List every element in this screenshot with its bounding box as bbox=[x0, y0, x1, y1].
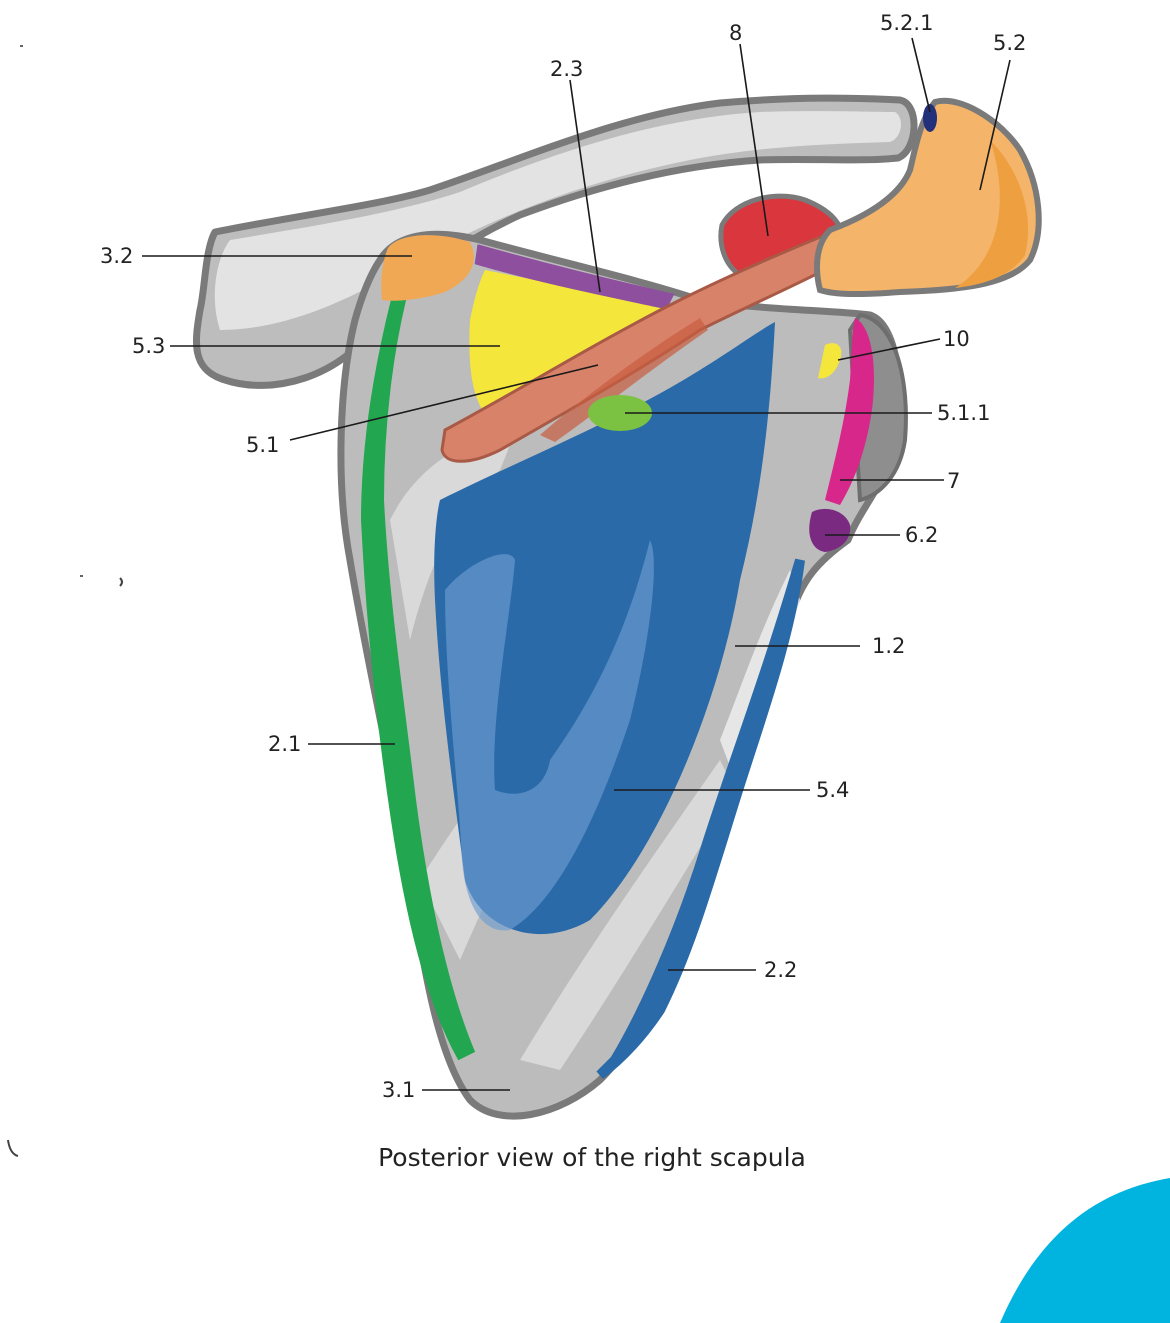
acromion-shadow bbox=[955, 140, 1029, 288]
label-5-3: 5.3 bbox=[132, 334, 165, 358]
labels: 3.2 5.3 5.1 2.1 3.1 2.3 8 5.2.1 5.2 10 5… bbox=[100, 11, 1026, 1102]
label-5-2-1: 5.2.1 bbox=[880, 11, 933, 35]
superior-angle-orange bbox=[381, 235, 474, 301]
triceps-magenta bbox=[825, 318, 875, 505]
superior-border-purple bbox=[474, 244, 675, 310]
label-5-4: 5.4 bbox=[816, 778, 849, 802]
label-5-1-1: 5.1.1 bbox=[937, 401, 990, 425]
stray-marks bbox=[7, 45, 123, 1157]
label-2-3: 2.3 bbox=[550, 57, 583, 81]
supraspinatus-region bbox=[469, 270, 670, 420]
spinoglenoid-green bbox=[588, 395, 652, 431]
figure-caption: Posterior view of the right scapula bbox=[378, 1143, 806, 1172]
label-7: 7 bbox=[947, 469, 960, 493]
acromioclavicular-dark-spot bbox=[923, 104, 937, 132]
label-2-1: 2.1 bbox=[268, 732, 301, 756]
acromion-orange bbox=[814, 97, 1042, 298]
leader-lines bbox=[142, 37, 1011, 1091]
teres-major-purple bbox=[809, 508, 851, 552]
label-3-2: 3.2 bbox=[100, 244, 133, 268]
label-3-1: 3.1 bbox=[382, 1078, 415, 1102]
infraspinatus-region bbox=[434, 322, 805, 1079]
label-10: 10 bbox=[943, 327, 970, 351]
corner-accent-shape bbox=[1000, 1178, 1170, 1323]
label-2-2: 2.2 bbox=[764, 958, 797, 982]
label-1-2: 1.2 bbox=[872, 634, 905, 658]
label-8: 8 bbox=[729, 21, 742, 45]
infraglenoid-yellow bbox=[818, 343, 842, 379]
label-5-2: 5.2 bbox=[993, 31, 1026, 55]
label-6-2: 6.2 bbox=[905, 523, 938, 547]
label-5-1: 5.1 bbox=[246, 433, 279, 457]
medial-border-green bbox=[360, 296, 476, 1061]
